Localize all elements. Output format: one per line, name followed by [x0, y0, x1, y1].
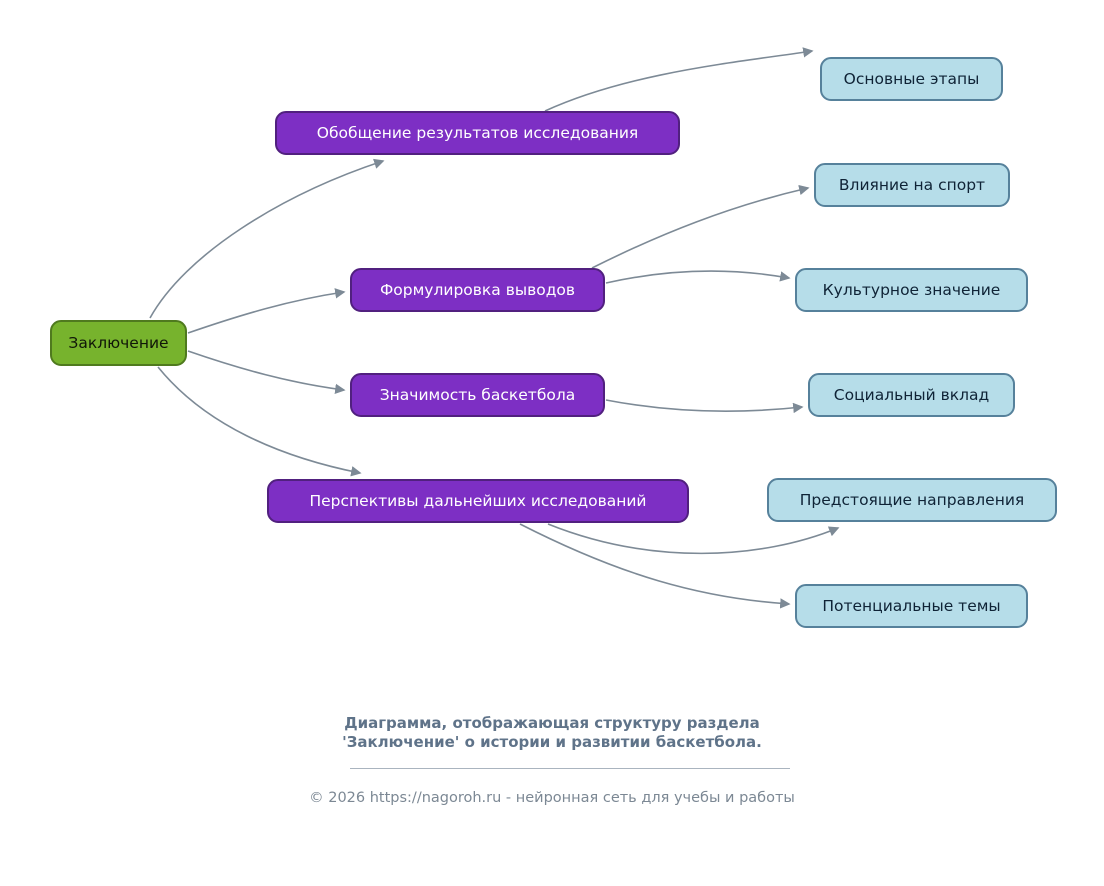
leaf-upcoming-directions: Предстоящие направления: [767, 478, 1057, 522]
leaf-main-stages: Основные этапы: [820, 57, 1003, 101]
caption-divider: [350, 768, 790, 769]
edge-prospects-potential: [519, 523, 791, 609]
footer-credit: © 2026 https://nagoroh.ru - нейронная се…: [309, 790, 795, 806]
edge-root-summary: [149, 158, 385, 319]
node-conclusions: Формулировка выводов: [350, 268, 605, 312]
node-significance: Значимость баскетбола: [350, 373, 605, 417]
leaf-cultural-significance: Культурное значение: [795, 268, 1028, 312]
edge-summary-main-stages: [544, 47, 814, 112]
caption-line-1: Диаграмма, отображающая структуру раздел…: [344, 714, 760, 732]
leaf-social-contribution: Социальный вклад: [808, 373, 1015, 417]
edge-root-significance: [187, 350, 346, 395]
edge-root-prospects: [157, 366, 362, 477]
leaf-potential-topics: Потенциальные темы: [795, 584, 1028, 628]
node-prospects: Перспективы дальнейших исследований: [267, 479, 689, 523]
edge-root-conclusions: [187, 288, 346, 334]
edge-prospects-upcoming: [547, 523, 840, 555]
leaf-sport-influence: Влияние на спорт: [814, 163, 1010, 207]
node-root: Заключение: [50, 320, 187, 366]
caption-line-2: 'Заключение' о истории и развитии баскет…: [342, 733, 762, 751]
diagram-caption: Диаграмма, отображающая структуру раздел…: [0, 714, 1104, 752]
node-summary-results: Обобщение результатов исследования: [275, 111, 680, 155]
edge-conclusions-sport-influence: [591, 184, 810, 269]
edge-conclusions-cultural: [605, 270, 791, 284]
edge-significance-social: [605, 399, 804, 414]
